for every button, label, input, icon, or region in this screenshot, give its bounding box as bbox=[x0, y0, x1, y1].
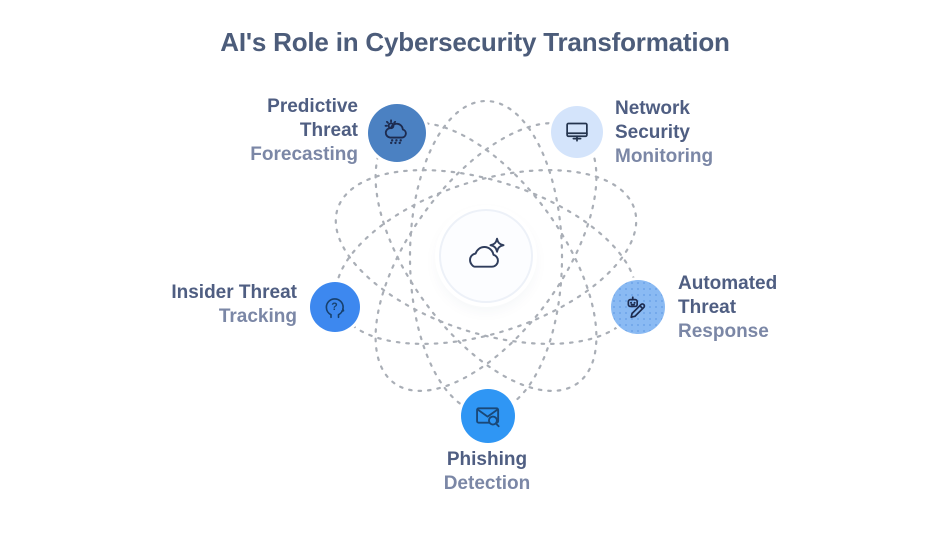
label-network-security-monitoring: Network Security Monitoring bbox=[615, 97, 713, 169]
mail-search-icon bbox=[472, 400, 504, 432]
label-line: Automated bbox=[678, 273, 778, 294]
head-question-icon: ? bbox=[320, 292, 350, 322]
ai-cloud-sparkle-icon bbox=[459, 229, 513, 283]
label-insider-threat-tracking: Insider Threat Tracking bbox=[171, 281, 297, 329]
node-automated-threat-response bbox=[611, 280, 665, 334]
label-line: Insider Threat bbox=[171, 282, 297, 303]
cloud-drizzle-sun-icon bbox=[380, 116, 414, 150]
label-line: Predictive bbox=[267, 96, 358, 117]
label-line: Detection bbox=[443, 473, 531, 494]
center-hub bbox=[439, 209, 533, 303]
label-line: Phishing bbox=[446, 449, 528, 470]
monitor-icon bbox=[561, 116, 593, 148]
label-line: Network bbox=[615, 98, 690, 119]
label-phishing-detection: Phishing Detection bbox=[337, 448, 637, 496]
label-line: Response bbox=[678, 321, 769, 342]
node-phishing-detection bbox=[461, 389, 515, 443]
label-line: Security bbox=[615, 122, 690, 143]
label-line: Threat bbox=[299, 120, 358, 141]
node-predictive-threat-forecasting bbox=[368, 104, 426, 162]
label-automated-threat-response: Automated Threat Response bbox=[678, 272, 777, 344]
page-title: AI's Role in Cybersecurity Transformatio… bbox=[220, 27, 730, 57]
node-insider-threat-tracking: ? bbox=[310, 282, 360, 332]
label-line: Tracking bbox=[218, 306, 297, 327]
label-line: Forecasting bbox=[250, 144, 358, 165]
label-predictive-threat-forecasting: Predictive Threat Forecasting bbox=[250, 95, 358, 167]
robot-pencil-icon bbox=[621, 290, 655, 324]
node-network-security-monitoring bbox=[551, 106, 603, 158]
label-line: Monitoring bbox=[615, 146, 714, 167]
label-line: Threat bbox=[678, 297, 737, 318]
svg-text:?: ? bbox=[331, 301, 337, 313]
